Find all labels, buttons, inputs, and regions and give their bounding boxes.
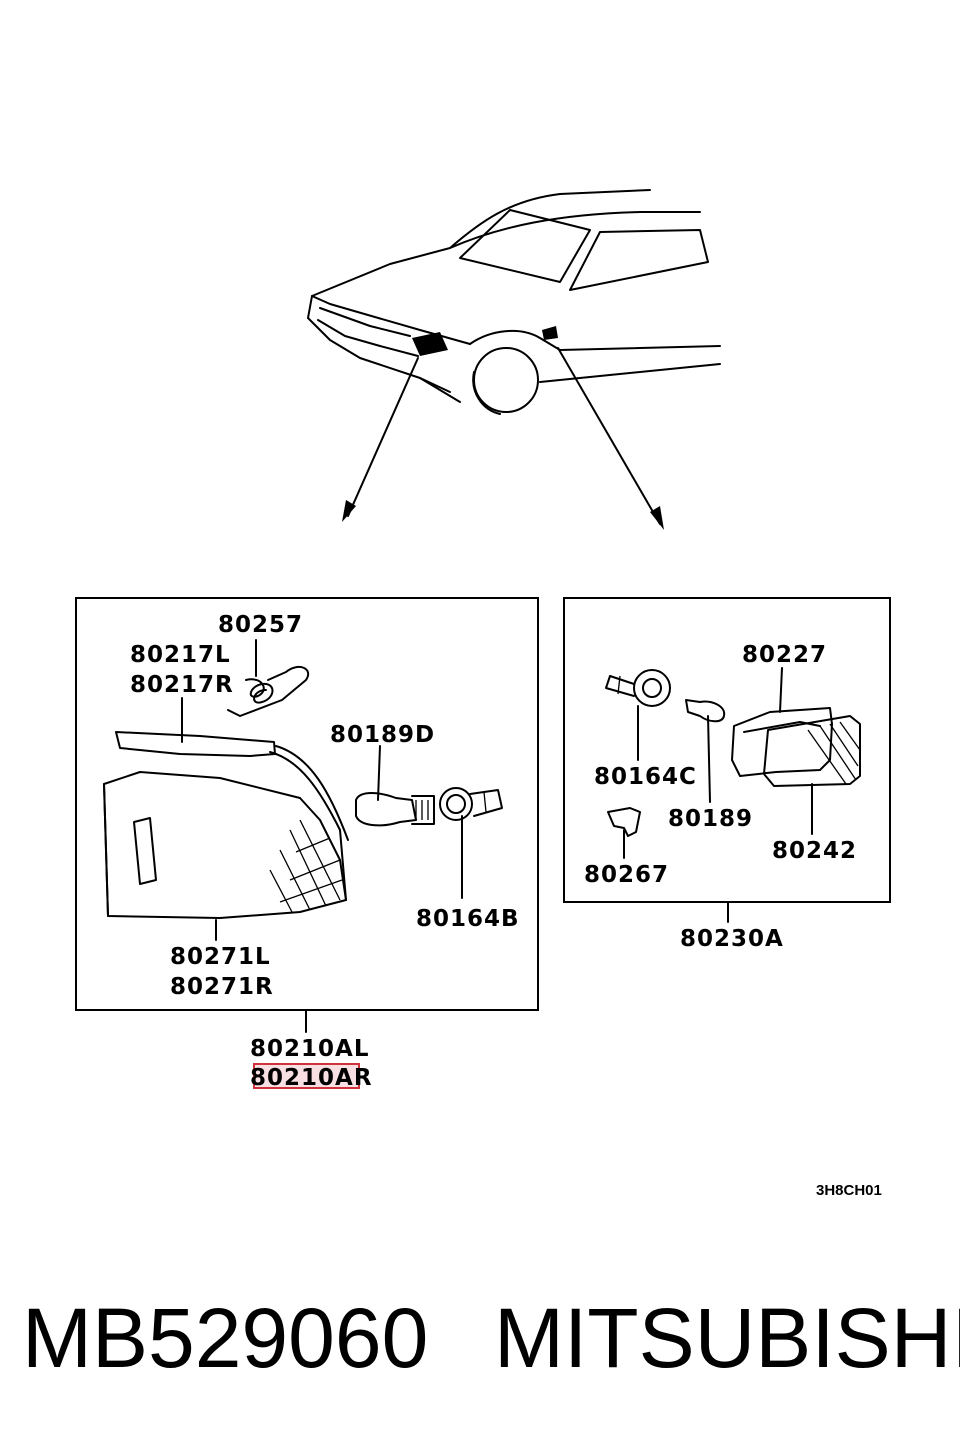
label-80271L: 80271L <box>170 944 271 970</box>
footer: MB529060 MITSUBISHI <box>0 1290 960 1390</box>
label-80164C: 80164C <box>594 764 697 790</box>
diagram-code: 3H8CH01 <box>816 1182 882 1199</box>
label-80257: 80257 <box>218 612 303 638</box>
label-80189D: 80189D <box>330 722 435 748</box>
label-80210AL: 80210AL <box>250 1036 369 1062</box>
highlight-box-80210AR <box>253 1063 360 1089</box>
label-80267: 80267 <box>584 862 669 888</box>
label-80271R: 80271R <box>170 974 274 1000</box>
brand-name: MITSUBISHI <box>494 1291 960 1385</box>
leader-lines-right <box>623 667 813 923</box>
label-80217L: 80217L <box>130 642 231 668</box>
label-80164B: 80164B <box>416 906 520 932</box>
label-80210AR: 80210AR <box>250 1065 373 1091</box>
car-illustration <box>307 189 721 530</box>
label-80217R: 80217R <box>130 672 234 698</box>
front-turn-signal-lamp-drawing <box>103 665 503 919</box>
label-80242: 80242 <box>772 838 857 864</box>
leader-lines-left <box>181 639 463 1033</box>
label-80189: 80189 <box>668 806 753 832</box>
label-80227: 80227 <box>742 642 827 668</box>
side-marker-drawing <box>605 669 861 837</box>
part-number: MB529060 <box>22 1291 429 1385</box>
label-80230A: 80230A <box>680 926 784 952</box>
